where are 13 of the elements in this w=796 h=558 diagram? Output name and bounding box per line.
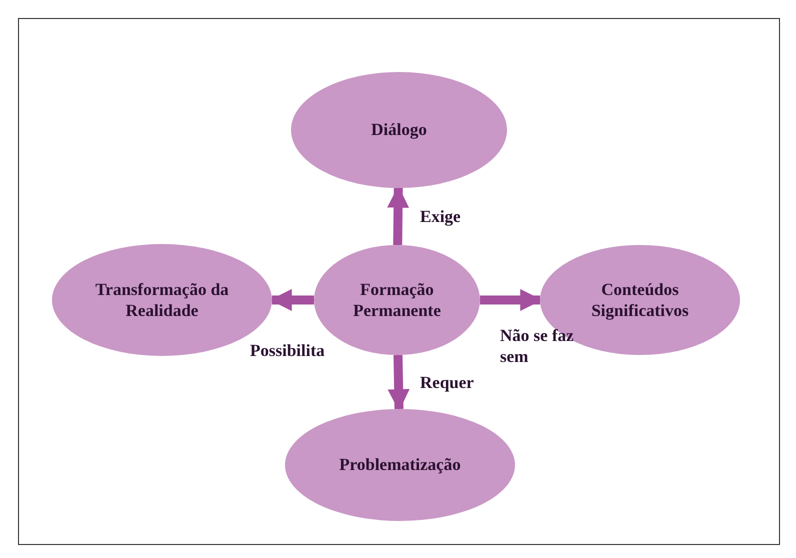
- edge-label: Requer: [420, 372, 475, 394]
- node-label: Transformação da Realidade: [94, 278, 230, 322]
- edge-label: Possibilita: [250, 340, 326, 362]
- block-arrow: [388, 354, 410, 412]
- node-label: Formação Permanente: [352, 278, 442, 322]
- node-label: Diálogo: [371, 119, 427, 141]
- node-label: Problematização: [339, 454, 461, 476]
- edge-label: Exige: [420, 206, 462, 228]
- block-arrow: [387, 186, 410, 246]
- edge-label: Não se faz sem: [500, 325, 575, 368]
- node-label: Conteúdos Significativos: [590, 278, 690, 322]
- block-arrow: [480, 289, 542, 311]
- block-arrow: [270, 289, 314, 311]
